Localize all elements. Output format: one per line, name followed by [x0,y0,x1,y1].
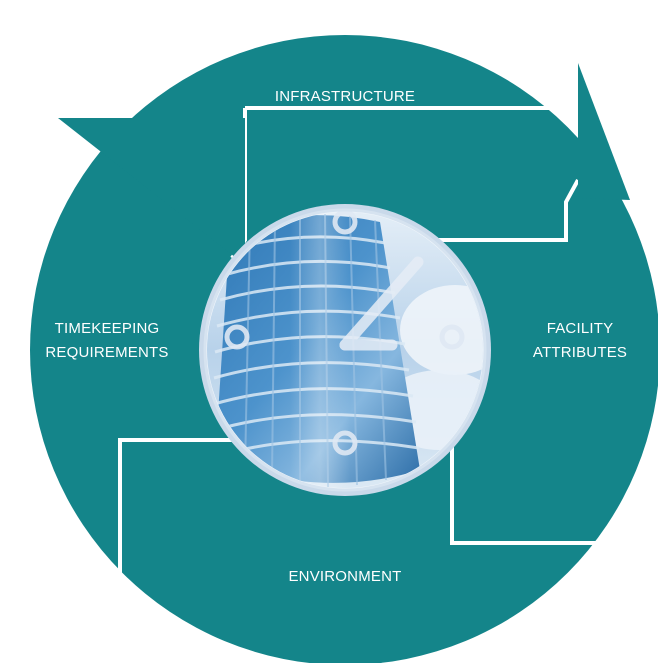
label-timekeeping-line2: REQUIREMENTS [45,344,168,361]
center-badge [199,204,491,496]
label-timekeeping-line1: TIMEKEEPING [55,320,160,337]
label-facility-line1: FACILITY [547,320,614,337]
arrow-right-inner [405,179,580,242]
clock-marker-icon [224,209,465,456]
arrow-bottom-left [118,438,285,600]
clock-hands-icon [339,256,424,351]
label-environment: ENVIRONMENT [288,568,401,585]
label-facility-line2: ATTRIBUTES [533,344,627,361]
arrowhead-top-left [58,118,245,265]
arrowhead-right [578,63,630,200]
arrow-heads [58,63,630,265]
label-infrastructure: INFRASTRUCTURE [275,88,415,105]
building-image [207,212,483,488]
